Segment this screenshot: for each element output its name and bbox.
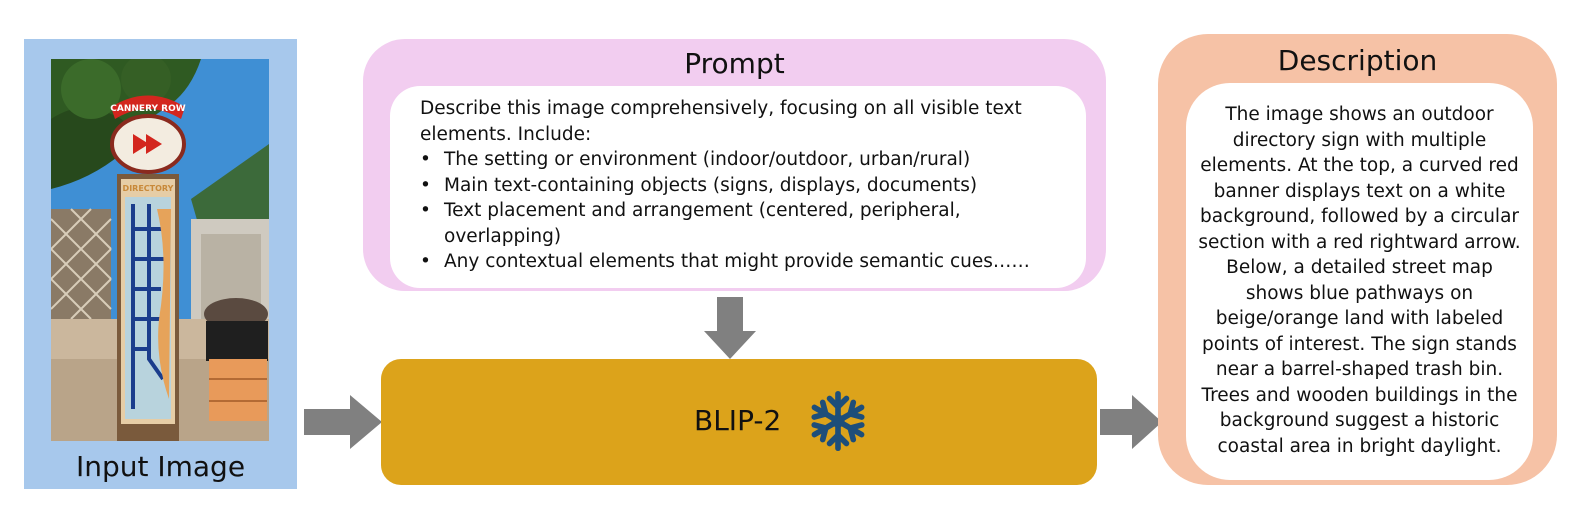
prompt-title: Prompt [684,47,785,80]
arrow-right-icon [304,395,382,449]
prompt-list-item: The setting or environment (indoor/outdo… [420,147,1060,173]
model-label: BLIP-2 [694,404,782,437]
description-text: The image shows an outdoor directory sig… [1198,104,1521,457]
input-image-panel: CANNERY ROW DIRECTORY Input Image [24,39,297,489]
input-image-caption: Input Image [75,450,246,483]
photo-sign-banner-text: CANNERY ROW [110,104,185,114]
photo-sign-subtext: DIRECTORY [123,184,174,193]
arrow-down-icon [704,297,756,359]
description-panel: Description The image shows an outdoor d… [1158,34,1557,485]
street-sign-photo: CANNERY ROW DIRECTORY [51,59,269,441]
prompt-list: The setting or environment (indoor/outdo… [420,147,1060,275]
prompt-text: Describe this image comprehensively, foc… [420,96,1060,275]
prompt-list-item: Any contextual elements that might provi… [420,249,1060,275]
prompt-list-item: Text placement and arrangement (centered… [420,198,1060,249]
snowflake-icon [807,388,869,454]
prompt-text-box: Describe this image comprehensively, foc… [390,86,1086,288]
arrow-right-icon [1100,395,1162,449]
model-block: BLIP-2 [381,359,1097,485]
description-title: Description [1277,44,1438,77]
prompt-intro: Describe this image comprehensively, foc… [420,98,1022,145]
prompt-list-item: Main text-containing objects (signs, dis… [420,173,1060,199]
input-photo: CANNERY ROW DIRECTORY [51,59,269,441]
description-text-box: The image shows an outdoor directory sig… [1186,83,1533,480]
prompt-panel: Prompt Describe this image comprehensive… [363,39,1106,291]
